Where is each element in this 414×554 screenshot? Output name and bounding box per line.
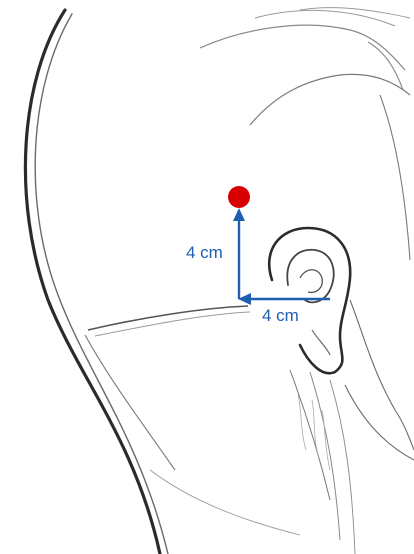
- neck-stroke: [345, 385, 414, 460]
- head-outline: [25, 10, 160, 554]
- head-outline-shadow: [35, 14, 168, 554]
- hair-stroke: [200, 25, 405, 70]
- hair-stroke: [255, 10, 395, 26]
- neck-stroke: [330, 380, 355, 554]
- vertical-arrowhead-icon: [233, 208, 245, 221]
- trapezius-stroke: [150, 470, 300, 535]
- face-contour: [250, 74, 410, 125]
- ear-inner: [287, 250, 333, 303]
- neck-stroke: [310, 372, 340, 540]
- skull-base-line: [88, 306, 248, 330]
- vertical-distance-label: 4 cm: [186, 243, 223, 262]
- target-point: [228, 186, 250, 208]
- measurement-arrows: [233, 208, 330, 305]
- neck-stroke: [290, 370, 330, 500]
- hair-stroke: [300, 8, 410, 18]
- ear-concha: [300, 270, 322, 293]
- face-contour: [380, 95, 410, 260]
- ear-lobe-shadow: [312, 330, 330, 355]
- jaw-line: [350, 300, 414, 450]
- horizontal-distance-label: 4 cm: [262, 306, 299, 325]
